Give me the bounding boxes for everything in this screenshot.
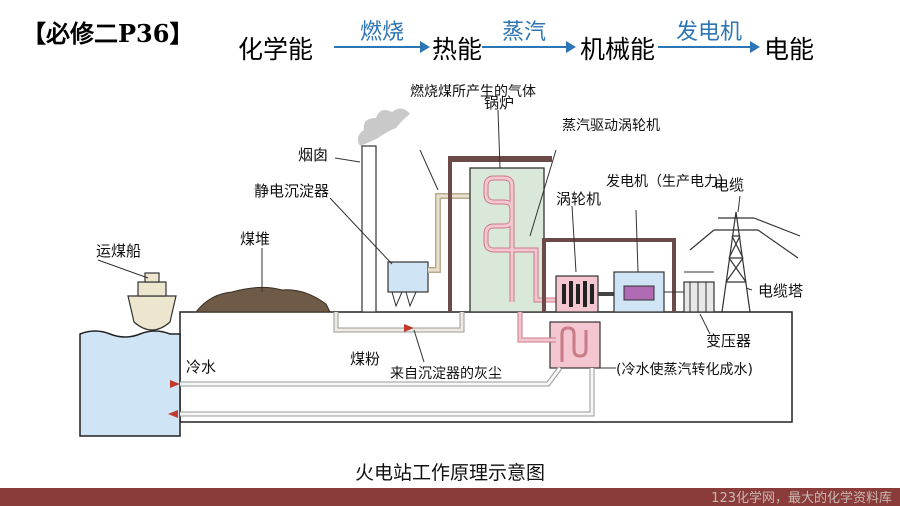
arrow-2-head [566, 41, 576, 53]
arrow-3-head [750, 41, 760, 53]
turbine-hall [542, 238, 676, 312]
water-body [79, 330, 181, 437]
label-cold-water: 冷水 [186, 358, 216, 376]
label-steam-drive: 蒸汽驱动涡轮机 [562, 118, 660, 134]
label-turbine: 涡轮机 [556, 190, 601, 208]
boiler [469, 167, 545, 313]
label-boiler: 锅炉 [484, 94, 514, 112]
transformer [683, 271, 715, 313]
cable-tower [689, 211, 801, 313]
coal-pile [194, 286, 331, 313]
footer-bar [0, 488, 900, 506]
label-generator: 发电机（生产电力） [606, 174, 732, 190]
energy-mechanical: 机械能 [580, 35, 656, 64]
coal-ship [127, 272, 177, 331]
label-chimney: 烟囱 [298, 146, 328, 164]
chimney [361, 145, 377, 313]
label-coal-powder: 煤粉 [350, 350, 380, 368]
label-condenser-note: (冷水使蒸汽转化成水) [616, 361, 753, 378]
arrow-2-line [482, 46, 566, 48]
energy-chemical: 化学能 [238, 35, 314, 64]
step-combustion: 燃烧 [360, 20, 405, 45]
boiler-roof [450, 156, 552, 162]
reference-label: 【必修二P36】 [22, 19, 194, 48]
label-ash: 来自沉淀器的灰尘 [390, 366, 502, 382]
footer-watermark: 123化学网，最大的化学资料库 [711, 491, 892, 506]
energy-electric: 电能 [764, 35, 815, 64]
flow-arrow-in [170, 380, 180, 388]
label-flue-gas: 燃烧煤所产生的气体 [410, 83, 536, 100]
label-cable-tower: 电缆塔 [758, 282, 803, 300]
precipitator [387, 261, 429, 293]
label-transformer: 变压器 [706, 332, 751, 350]
label-coal-pile: 煤堆 [240, 230, 270, 248]
smoke [357, 108, 410, 146]
step-generator: 发电机 [676, 20, 743, 45]
label-ship: 运煤船 [96, 242, 141, 260]
step-steam: 蒸汽 [502, 20, 547, 45]
ground-platform [179, 311, 793, 423]
label-precipitator: 静电沉淀器 [254, 182, 329, 200]
condenser [549, 321, 601, 369]
label-cable: 电缆 [714, 176, 744, 194]
arrow-1-head [420, 41, 430, 53]
flow-arrow-out [168, 410, 178, 418]
arrow-3-line [658, 46, 750, 48]
energy-thermal: 热能 [432, 35, 483, 64]
arrow-1-line [334, 46, 420, 48]
diagram-caption: 火电站工作原理示意图 [354, 462, 545, 484]
